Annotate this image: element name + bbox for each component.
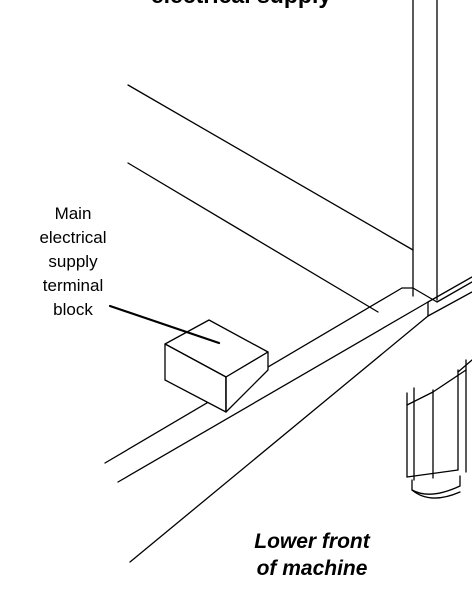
label-line: Main (54, 204, 92, 223)
label-line: electrical (39, 228, 107, 247)
diagram-heading: electrical supply (0, 0, 472, 7)
caption-line: Lower front (254, 530, 370, 553)
caption-line: of machine (256, 557, 368, 580)
side-panel-lines (127, 84, 414, 313)
leader-line (108, 304, 221, 345)
view-caption: Lower front of machine (222, 528, 402, 582)
terminal-block (164, 319, 269, 413)
label-line: terminal (42, 276, 104, 295)
vertical-post (412, 0, 438, 301)
machine-leg (406, 359, 472, 499)
label-line: block (53, 300, 93, 319)
label-line: supply (48, 252, 98, 271)
front-rail (104, 276, 472, 563)
terminal-block-label: Main electrical supply terminal block (18, 202, 128, 322)
